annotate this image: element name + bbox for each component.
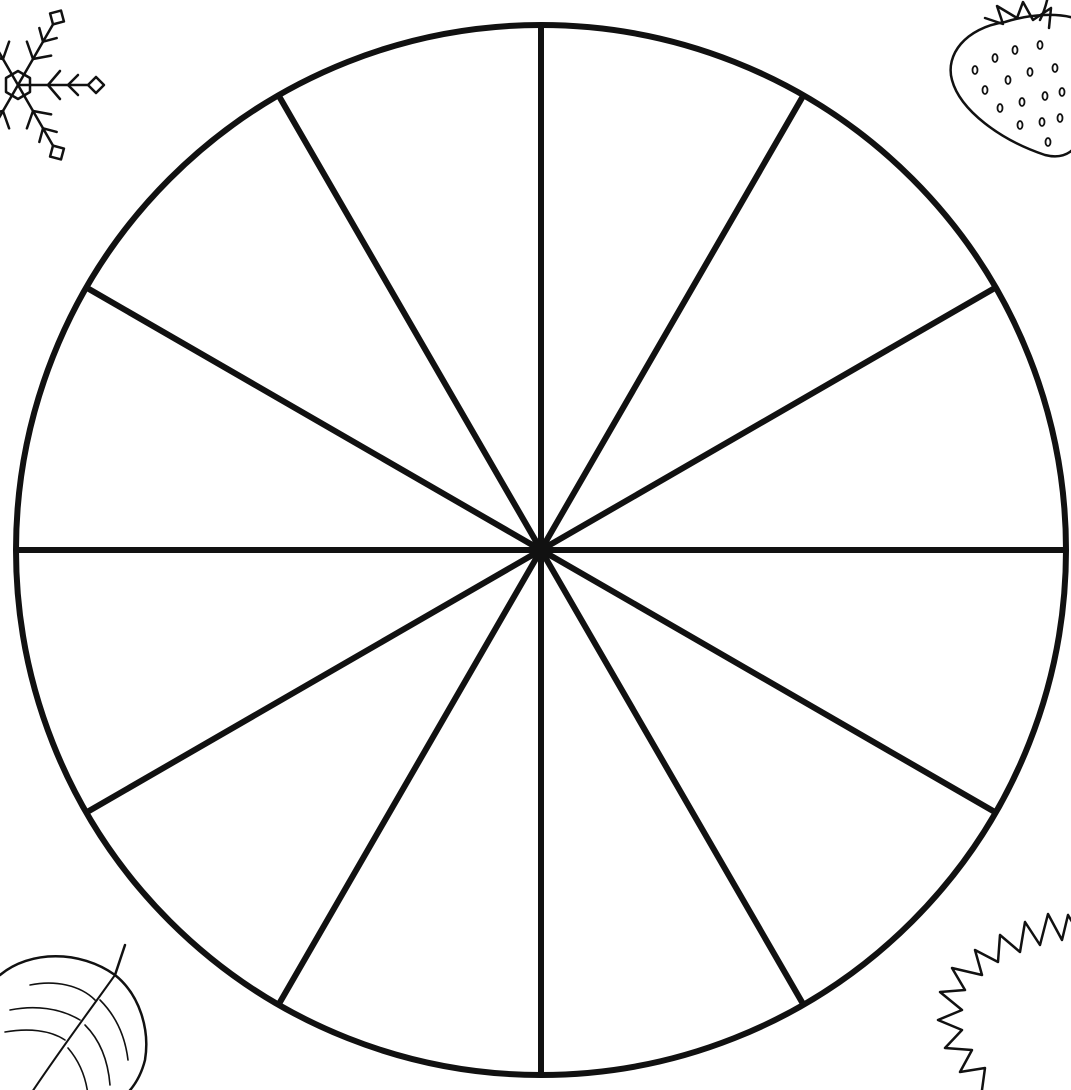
wheel-hub — [529, 538, 553, 562]
